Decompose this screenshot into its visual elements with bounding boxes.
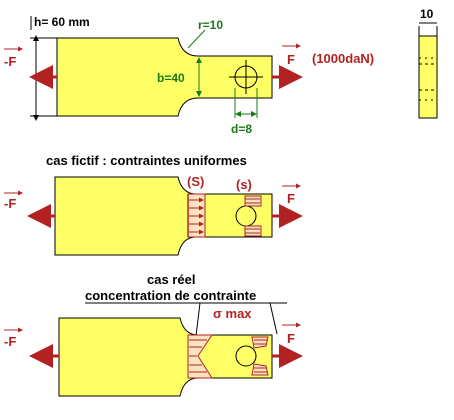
section-s-label: (s) [236,177,252,192]
h-label: h= 60 mm [34,15,90,29]
force-f-label-fictif: F [287,191,295,206]
side-view [418,35,438,119]
force-f-label-reel: F [287,331,295,346]
force-minus-f-label: -F [4,54,16,69]
thickness-label: 10 [420,7,434,21]
geometry-view: h= 60 mm r=10 b=40 d=8 F (1000daN) -F 10 [4,7,438,136]
case-reel-title: cas réel [147,272,195,287]
concentration-title: concentration de contrainte [85,288,256,303]
flat-bar-part [56,37,273,117]
real-case-view: cas réel concentration de contrainte σ m… [4,272,303,397]
b-label: b=40 [157,71,185,85]
r-label: r=10 [198,18,223,32]
flat-bar-part-reel [58,317,273,397]
sigma-max-label: σ max [213,306,252,321]
fictitious-case-view: cas fictif : contraintes uniformes (S) (… [4,153,303,256]
force-minus-f-label-fictif: -F [4,196,16,211]
load-label: (1000daN) [312,51,374,66]
force-f-label: F [287,52,295,67]
case-fictif-title: cas fictif : contraintes uniformes [46,153,247,168]
section-S-label: (S) [187,174,204,189]
flat-bar-part-fictif [54,176,273,256]
d-label: d=8 [231,122,252,136]
force-minus-f-label-reel: -F [4,334,16,349]
